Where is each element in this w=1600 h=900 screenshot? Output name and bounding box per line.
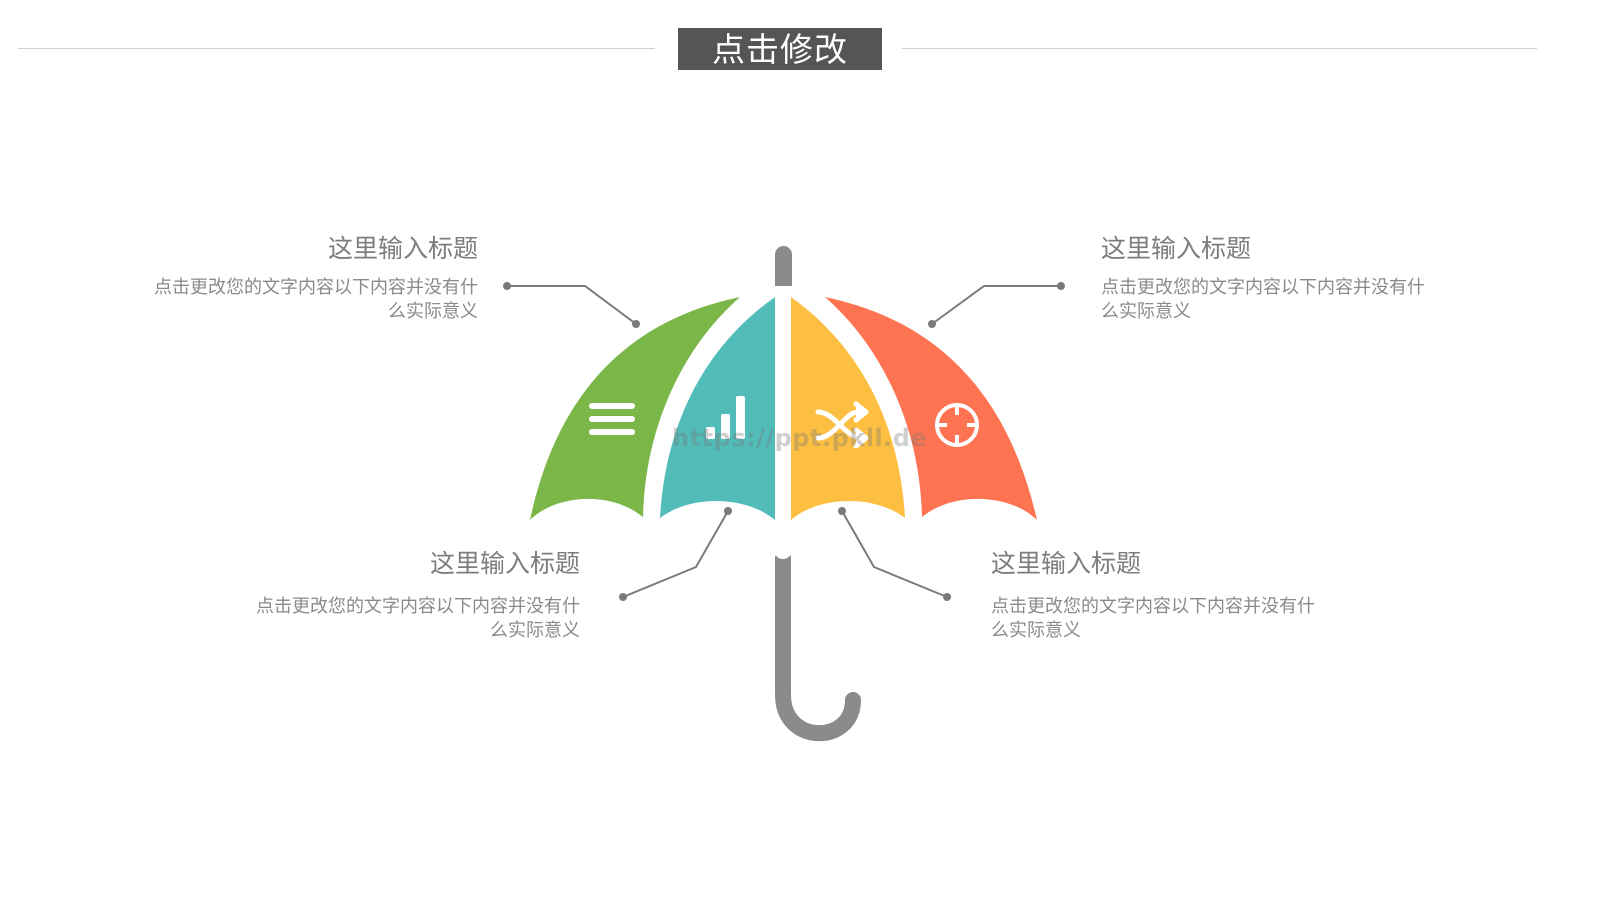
description-line: 点击更改您的文字内容以下内容并没有什 xyxy=(991,596,1315,617)
description-line: 么实际意义 xyxy=(1101,301,1191,322)
canopy-segment-green[interactable] xyxy=(530,297,740,520)
canopy-segment-teal[interactable] xyxy=(660,297,775,520)
umbrella-tip xyxy=(775,246,792,286)
block-description[interactable]: 点击更改您的文字内容以下内容并没有什 么实际意义 xyxy=(1101,276,1481,324)
connector-bottom-left xyxy=(619,507,732,601)
description-line: 点击更改您的文字内容以下内容并没有什 xyxy=(1101,277,1425,298)
bar-chart-icon xyxy=(706,396,745,439)
description-line: 点击更改您的文字内容以下内容并没有什 xyxy=(154,277,478,298)
connector-top-left xyxy=(503,282,640,328)
block-heading[interactable]: 这里输入标题 xyxy=(991,549,1142,578)
crosshair-icon xyxy=(935,403,979,447)
description-line: 么实际意义 xyxy=(490,620,580,641)
block-heading[interactable]: 这里输入标题 xyxy=(429,549,580,578)
text-block-bottom-left: 这里输入标题 点击更改您的文字内容以下内容并没有什 么实际意义 xyxy=(212,549,580,643)
canopy-segment-yellow[interactable] xyxy=(791,297,905,520)
text-block-top-left: 这里输入标题 点击更改您的文字内容以下内容并没有什 么实际意义 xyxy=(110,234,478,324)
text-block-top-right: 这里输入标题 点击更改您的文字内容以下内容并没有什 么实际意义 xyxy=(1101,234,1481,324)
header-rule-left xyxy=(18,48,655,49)
block-description[interactable]: 点击更改您的文字内容以下内容并没有什 么实际意义 xyxy=(212,595,580,643)
canopy-segment-orange[interactable] xyxy=(825,297,1037,520)
shuffle-icon xyxy=(815,401,869,449)
watermark-text: https://ppt.pkll.de xyxy=(672,424,928,452)
header-rule-right xyxy=(902,48,1537,49)
description-line: 么实际意义 xyxy=(388,301,478,322)
connector-top-right xyxy=(928,282,1065,328)
page-title[interactable]: 点击修改 xyxy=(678,28,882,70)
connector-bottom-right xyxy=(838,507,951,601)
block-heading[interactable]: 这里输入标题 xyxy=(327,234,478,263)
block-heading[interactable]: 这里输入标题 xyxy=(1101,234,1252,263)
description-line: 点击更改您的文字内容以下内容并没有什 xyxy=(256,596,580,617)
umbrella-handle xyxy=(775,550,861,742)
menu-icon xyxy=(589,403,635,435)
block-description[interactable]: 点击更改您的文字内容以下内容并没有什 么实际意义 xyxy=(110,276,478,324)
block-description[interactable]: 点击更改您的文字内容以下内容并没有什 么实际意义 xyxy=(991,595,1371,643)
description-line: 么实际意义 xyxy=(991,620,1081,641)
text-block-bottom-right: 这里输入标题 点击更改您的文字内容以下内容并没有什 么实际意义 xyxy=(991,549,1371,643)
